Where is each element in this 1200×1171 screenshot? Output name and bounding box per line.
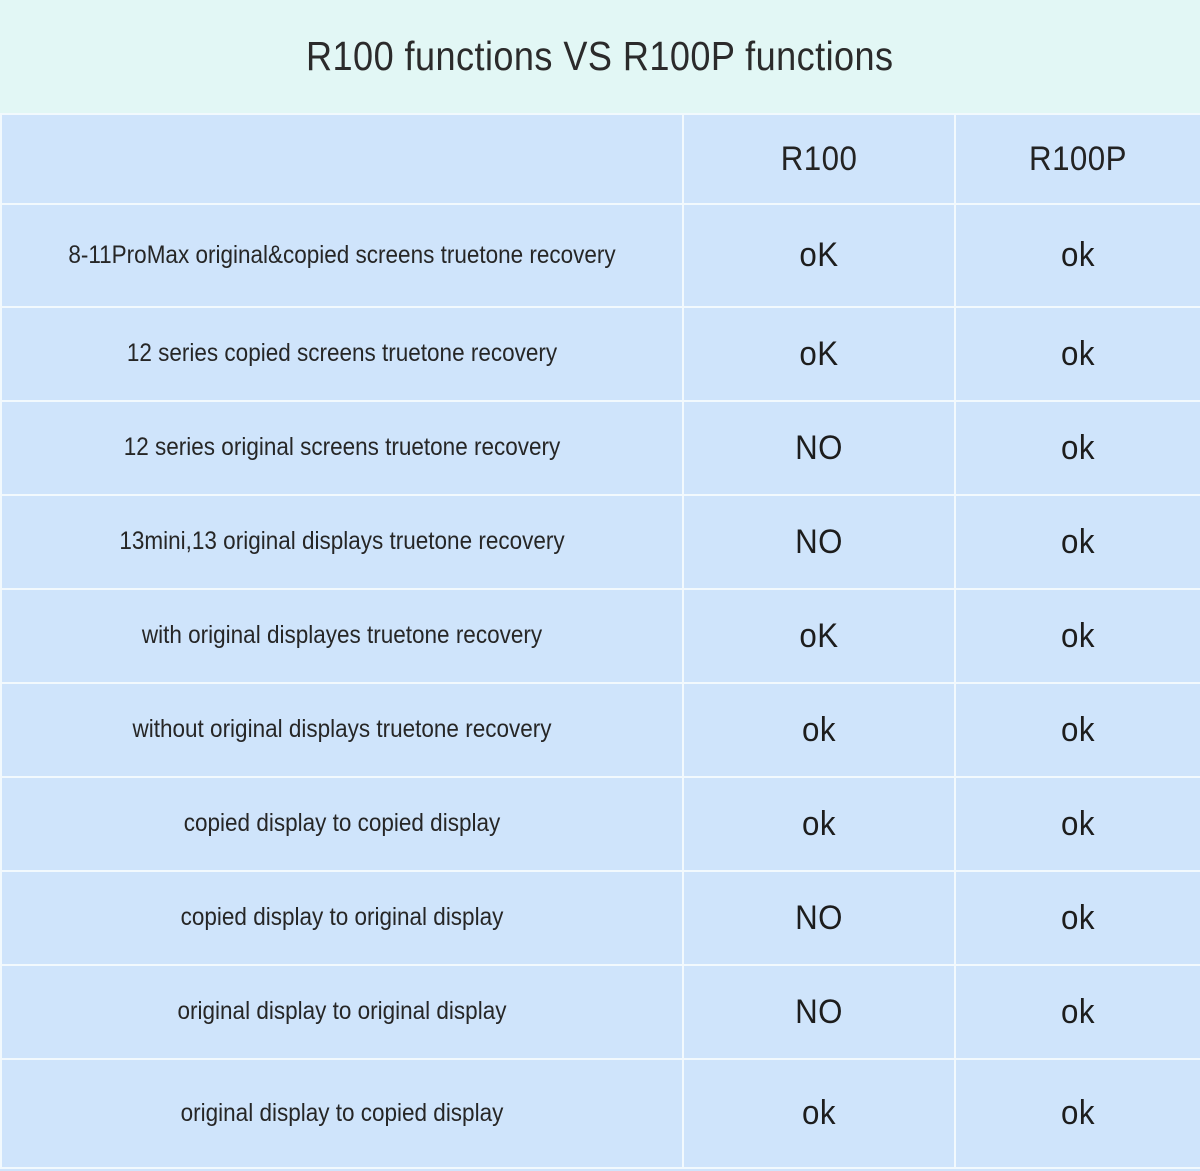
r100p-cell: ok (954, 682, 1200, 778)
r100p-cell: ok (954, 494, 1200, 590)
r100-cell: oK (682, 203, 956, 308)
feature-cell: with original displayes truetone recover… (0, 588, 684, 684)
table-row: copied display to copied display ok ok (0, 776, 1200, 872)
r100-value: NO (795, 522, 843, 561)
feature-label: 13mini,13 original displays truetone rec… (119, 527, 565, 556)
r100p-value: ok (1061, 1094, 1095, 1132)
feature-label: copied display to original display (180, 903, 504, 932)
feature-label: 12 series original screens truetone reco… (123, 433, 561, 462)
feature-cell: original display to original display (0, 964, 684, 1060)
r100-value: ok (802, 710, 836, 749)
header-cell-r100: R100 (682, 113, 956, 205)
r100p-value: ok (1061, 522, 1095, 561)
r100p-value: ok (1061, 898, 1095, 937)
table-row: original display to copied display ok ok (0, 1058, 1200, 1169)
header-r100-label: R100 (780, 139, 858, 178)
r100-value: oK (799, 236, 839, 274)
table-row: original display to original display NO … (0, 964, 1200, 1060)
feature-label: without original displays truetone recov… (132, 715, 552, 744)
r100p-cell: ok (954, 870, 1200, 966)
r100p-value: ok (1061, 616, 1095, 655)
r100-value: NO (795, 428, 843, 467)
table-row: with original displayes truetone recover… (0, 588, 1200, 684)
r100p-cell: ok (954, 964, 1200, 1060)
table-row: 8-11ProMax original&copied screens truet… (0, 203, 1200, 308)
r100-value: oK (799, 616, 839, 655)
r100-value: NO (795, 898, 843, 937)
r100-cell: NO (682, 494, 956, 590)
r100-cell: NO (682, 400, 956, 496)
header-r100p-label: R100P (1029, 139, 1127, 178)
r100p-cell: ok (954, 1058, 1200, 1169)
r100-cell: ok (682, 776, 956, 872)
r100p-cell: ok (954, 776, 1200, 872)
feature-label: original display to original display (177, 997, 507, 1026)
header-cell-r100p: R100P (954, 113, 1200, 205)
table-row: 13mini,13 original displays truetone rec… (0, 494, 1200, 590)
r100p-cell: ok (954, 400, 1200, 496)
r100p-value: ok (1061, 334, 1095, 373)
r100-cell: NO (682, 870, 956, 966)
r100p-cell: ok (954, 588, 1200, 684)
page-title: R100 functions VS R100P functions (306, 33, 894, 79)
title-band: R100 functions VS R100P functions (0, 0, 1200, 113)
r100-cell: ok (682, 1058, 956, 1169)
table-body: R100 R100P 8-11ProMax original&copied sc… (0, 113, 1200, 1169)
r100p-cell: ok (954, 203, 1200, 308)
r100p-value: ok (1061, 236, 1095, 274)
r100p-cell: ok (954, 306, 1200, 402)
header-feature-label (29, 115, 655, 203)
feature-label: with original displayes truetone recover… (141, 621, 543, 650)
table-row: without original displays truetone recov… (0, 682, 1200, 778)
r100-value: oK (799, 334, 839, 373)
feature-cell: 12 series original screens truetone reco… (0, 400, 684, 496)
r100p-value: ok (1061, 804, 1095, 843)
table-header-row: R100 R100P (0, 113, 1200, 205)
feature-cell: copied display to original display (0, 870, 684, 966)
r100-cell: oK (682, 588, 956, 684)
r100-cell: NO (682, 964, 956, 1060)
r100-value: NO (795, 992, 843, 1031)
r100-value: ok (802, 1094, 836, 1132)
feature-label: copied display to copied display (183, 809, 501, 838)
r100-cell: oK (682, 306, 956, 402)
feature-cell: 12 series copied screens truetone recove… (0, 306, 684, 402)
feature-cell: 8-11ProMax original&copied screens truet… (0, 203, 684, 308)
table-row: 12 series copied screens truetone recove… (0, 306, 1200, 402)
r100-cell: ok (682, 682, 956, 778)
feature-label: 12 series copied screens truetone recove… (126, 339, 558, 368)
feature-cell: 13mini,13 original displays truetone rec… (0, 494, 684, 590)
header-cell-feature (0, 113, 684, 205)
table-row: 12 series original screens truetone reco… (0, 400, 1200, 496)
r100p-value: ok (1061, 992, 1095, 1031)
r100-value: ok (802, 804, 836, 843)
comparison-table: R100 R100P 8-11ProMax original&copied sc… (0, 113, 1200, 1169)
feature-label: original display to copied display (180, 1098, 504, 1127)
r100p-value: ok (1061, 428, 1095, 467)
feature-cell: without original displays truetone recov… (0, 682, 684, 778)
feature-label: 8-11ProMax original&copied screens truet… (68, 240, 616, 269)
feature-cell: copied display to copied display (0, 776, 684, 872)
r100p-value: ok (1061, 710, 1095, 749)
table-row: copied display to original display NO ok (0, 870, 1200, 966)
feature-cell: original display to copied display (0, 1058, 684, 1169)
